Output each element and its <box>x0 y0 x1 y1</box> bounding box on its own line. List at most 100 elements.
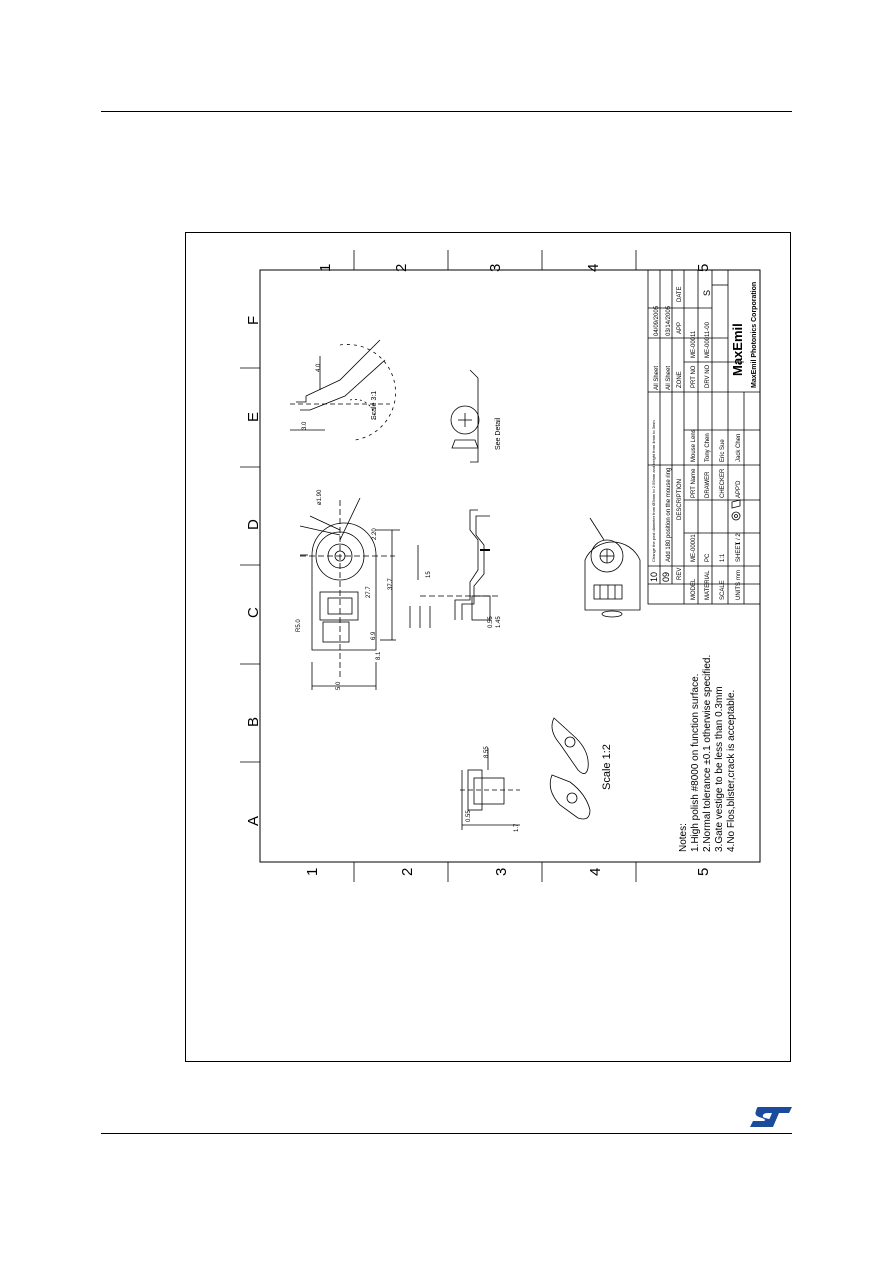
zone-letter: B <box>245 717 262 727</box>
field-label: DRAWER <box>705 471 711 498</box>
zone-numbers-bottom: 1 2 3 4 5 <box>304 868 712 876</box>
note-line: 1.High polish #8000 on function surface. <box>690 674 701 852</box>
field-value: ME-00001 <box>691 534 697 562</box>
title-block-text: 10 Change the post diameter from Ø3mm to… <box>649 282 758 600</box>
dim-label: 8.55 <box>484 746 490 758</box>
rev-date: 03/14/2005 <box>666 305 672 336</box>
dim-label: R5.0 <box>296 619 302 632</box>
zone-letters: A B C D E F <box>245 316 262 826</box>
company-name: MaxEmil <box>730 323 745 376</box>
field-label: SHEET <box>736 542 742 562</box>
field-label: PRT Name <box>691 468 697 498</box>
header-date: DATE <box>677 286 683 302</box>
zone-number: 4 <box>585 264 602 272</box>
dim-label: 1.7 <box>514 823 520 832</box>
zone-letter: A <box>245 816 262 826</box>
dim-label: 3.0 <box>302 421 308 430</box>
section-dims: 15 0.55 1.45 <box>426 571 502 628</box>
zone-number: 2 <box>393 264 410 272</box>
note-line: Notes: <box>678 823 689 852</box>
dim-label: 0.55 <box>466 810 472 822</box>
field-label: CHECKER <box>720 468 726 498</box>
dim-label: 6.9 <box>371 631 377 640</box>
note-line: 4.No Flos,blister,crack is acceptable. <box>726 690 737 852</box>
dim-label: 37.7 <box>388 578 394 590</box>
title-block-grid <box>647 269 761 605</box>
zone-number: 1 <box>304 868 321 876</box>
field-value: 1:1 <box>720 553 726 562</box>
zone-number: 5 <box>695 868 712 876</box>
header-app: APP <box>677 322 683 334</box>
dim-label: 4.0 <box>316 363 322 372</box>
zone-number: 1 <box>317 264 334 272</box>
rev-zone: All Sheet <box>654 366 660 390</box>
zone-number: 3 <box>493 868 510 876</box>
projection-symbol-icon <box>731 499 741 521</box>
field-value: ME-00011 <box>691 330 697 358</box>
figure-frame <box>185 232 791 1062</box>
top-view-dims: ø1.90 2.20 27.7 37.7 R5.0 6.9 8.1 5.0 <box>296 489 394 690</box>
dim-label: 8.1 <box>376 651 382 660</box>
notes: Notes: 1.High polish #8000 on function s… <box>678 655 737 852</box>
dim-label: 0.55 <box>488 616 494 628</box>
zone-letter: C <box>245 607 262 618</box>
rev-description: Add 180 position on the mouse ring <box>666 468 672 562</box>
field-value: Tony Chen <box>705 433 711 462</box>
dim-label: 15 <box>426 571 432 578</box>
zone-number: 4 <box>587 868 604 876</box>
field-value: 1 / 2 <box>736 533 742 545</box>
side-detail-view <box>450 369 480 463</box>
field-value: PC <box>705 553 711 562</box>
field-value: mm <box>736 570 742 580</box>
note-line: 3.Gate vestige to be less than 0.3mm <box>714 686 725 852</box>
zone-number: 3 <box>487 264 504 272</box>
zone-letter: E <box>245 412 262 422</box>
dim-label: 5.0 <box>336 681 342 690</box>
header-rev: REV <box>677 568 683 580</box>
zone-number: 2 <box>399 868 416 876</box>
rev-zone: All Sheet <box>666 366 672 390</box>
rev-number: 09 <box>661 572 671 582</box>
zone-ticks <box>240 250 637 882</box>
top-view <box>299 497 400 690</box>
header-rule <box>101 111 792 112</box>
field-value: Mouse Lens <box>691 429 697 462</box>
field-label: APP'D <box>736 480 742 498</box>
detail-label: See Detail <box>495 417 502 450</box>
header-zone: ZONE <box>677 371 683 388</box>
small-isometrics <box>549 717 591 820</box>
field-label: UNITS <box>736 582 742 600</box>
field-label: SCALE <box>720 580 726 600</box>
rev-number: 10 <box>649 572 659 582</box>
zone-number: 5 <box>695 264 712 272</box>
zone-letter: F <box>245 316 262 325</box>
zone-letter: D <box>245 519 262 530</box>
rev-date: 04/09/2005 <box>654 305 660 336</box>
dim-label: 2.20 <box>372 528 378 540</box>
section-view <box>409 509 500 628</box>
field-label: DRV NO <box>705 364 711 388</box>
detail-dims: 3.0 4.0 <box>302 363 322 430</box>
isometric-view <box>584 517 641 618</box>
rev-description: Change the post diameter from Ø3mm to 2.… <box>651 420 656 562</box>
field-value: S <box>702 290 712 296</box>
post-view <box>460 748 520 830</box>
header-description: DESCRIPTION <box>677 479 683 520</box>
dim-label: 27.7 <box>366 586 372 598</box>
dim-label: ø1.90 <box>317 489 323 505</box>
field-label: MATERIAL <box>705 570 711 600</box>
field-label: PRT NO <box>691 365 697 388</box>
field-value: ME-00011-00 <box>705 321 711 358</box>
detail-view <box>290 339 396 441</box>
st-logo-icon <box>750 1107 792 1127</box>
field-label: MODEL <box>691 578 697 600</box>
zone-numbers-top: 1 2 3 4 5 <box>317 264 712 272</box>
company-full-name: MaxEmil Photonics Corporation <box>751 282 758 388</box>
note-line: 2.Normal tolerance ±0.1 otherwise specif… <box>702 655 713 852</box>
scale-label: Scale 3:1 <box>371 391 378 420</box>
dim-label: 1.45 <box>496 616 502 628</box>
post-dims: 0.55 1.7 8.55 <box>466 746 520 832</box>
field-value: Jack Chen <box>736 434 742 462</box>
scale-label: Scale 1:2 <box>601 744 613 790</box>
